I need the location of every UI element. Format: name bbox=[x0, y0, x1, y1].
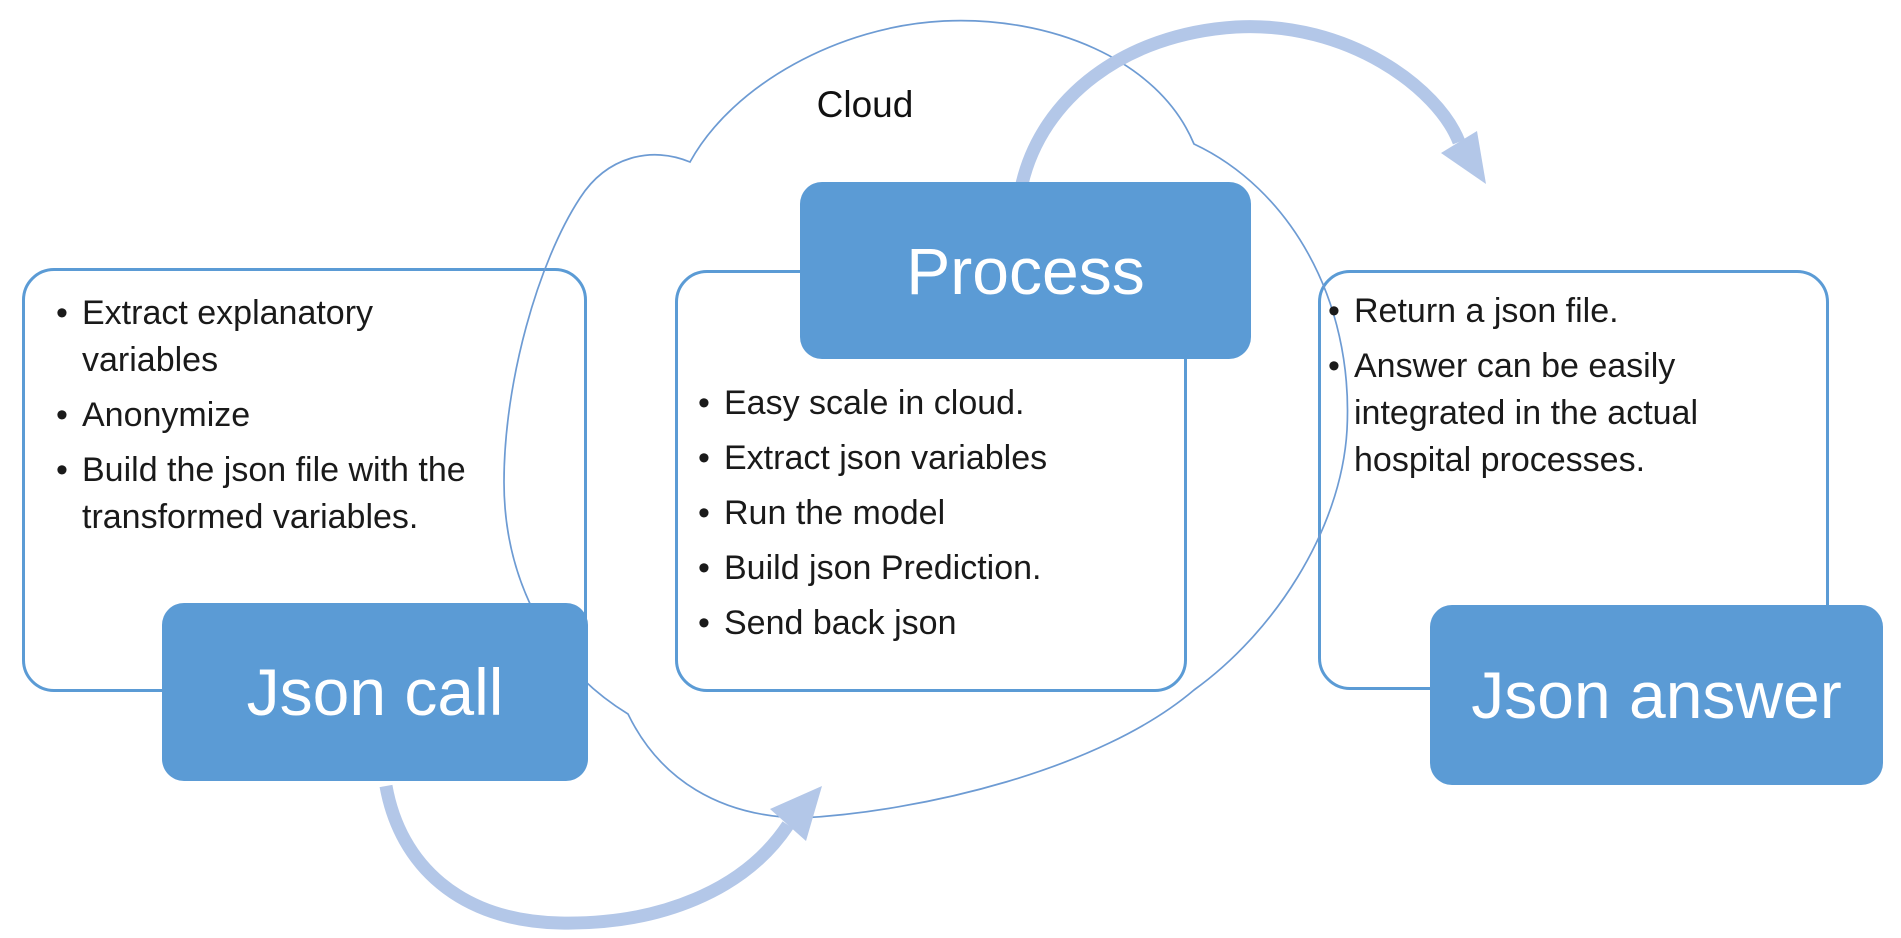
bullet-item: • Build json Prediction. bbox=[698, 545, 1173, 592]
bullet-item: • Answer can be easily integrated in the … bbox=[1328, 343, 1818, 484]
json-call-box: Json call bbox=[162, 603, 588, 781]
bullet-text: Anonymize bbox=[82, 396, 251, 434]
bullet-text: Send back json bbox=[724, 604, 957, 642]
bullet-dot: • bbox=[1328, 347, 1340, 385]
bullet-item: • Send back json bbox=[698, 600, 1173, 647]
process-bullet-list: • Easy scale in cloud. • Extract json varia… bbox=[698, 380, 1173, 655]
json-answer-bullet-list: • Return a json file. • Answer can be easil… bbox=[1328, 288, 1818, 492]
bullet-item: • Extract explanatory variables bbox=[56, 290, 561, 384]
bullet-item: • Anonymize bbox=[56, 392, 561, 439]
bullet-text: Return a json file. bbox=[1354, 292, 1619, 330]
bullet-item: • Return a json file. bbox=[1328, 288, 1818, 335]
bullet-dot: • bbox=[698, 384, 710, 422]
bullet-text: Easy scale in cloud. bbox=[724, 384, 1025, 422]
bottom-arrow bbox=[379, 784, 822, 930]
bullet-dot: • bbox=[1328, 292, 1340, 330]
bullet-text: Extract json variables bbox=[724, 439, 1048, 477]
bullet-dot: • bbox=[698, 549, 710, 587]
bullet-item: • Extract json variables bbox=[698, 435, 1173, 482]
top-arrow bbox=[1015, 20, 1486, 186]
top-arrowhead bbox=[1441, 131, 1486, 184]
bullet-dot: • bbox=[56, 294, 68, 332]
bullet-dot: • bbox=[698, 439, 710, 477]
json-call-label: Json call bbox=[246, 655, 504, 729]
bullet-dot: • bbox=[698, 494, 710, 532]
json-answer-label: Json answer bbox=[1471, 658, 1842, 732]
bullet-item: • Build the json file with the transforme… bbox=[56, 447, 561, 541]
bullet-text: Answer can be easily integrated in the a… bbox=[1354, 347, 1699, 479]
bullet-dot: • bbox=[698, 604, 710, 642]
json-call-bullet-list: • Extract explanatory variables • Anonymize… bbox=[56, 290, 561, 549]
bullet-dot: • bbox=[56, 451, 68, 489]
bullet-item: • Run the model bbox=[698, 490, 1173, 537]
json-answer-box: Json answer bbox=[1430, 605, 1883, 785]
cloud-label: Cloud bbox=[816, 84, 914, 125]
bullet-text: Build the json file with the transformed… bbox=[82, 451, 466, 536]
bullet-text: Run the model bbox=[724, 494, 946, 532]
bottom-arrowhead bbox=[770, 786, 822, 841]
bullet-item: • Easy scale in cloud. bbox=[698, 380, 1173, 427]
process-box: Process bbox=[800, 182, 1251, 359]
bullet-text: Build json Prediction. bbox=[724, 549, 1042, 587]
bullet-text: Extract explanatory variables bbox=[82, 294, 374, 379]
bullet-dot: • bbox=[56, 396, 68, 434]
process-label: Process bbox=[906, 233, 1145, 308]
